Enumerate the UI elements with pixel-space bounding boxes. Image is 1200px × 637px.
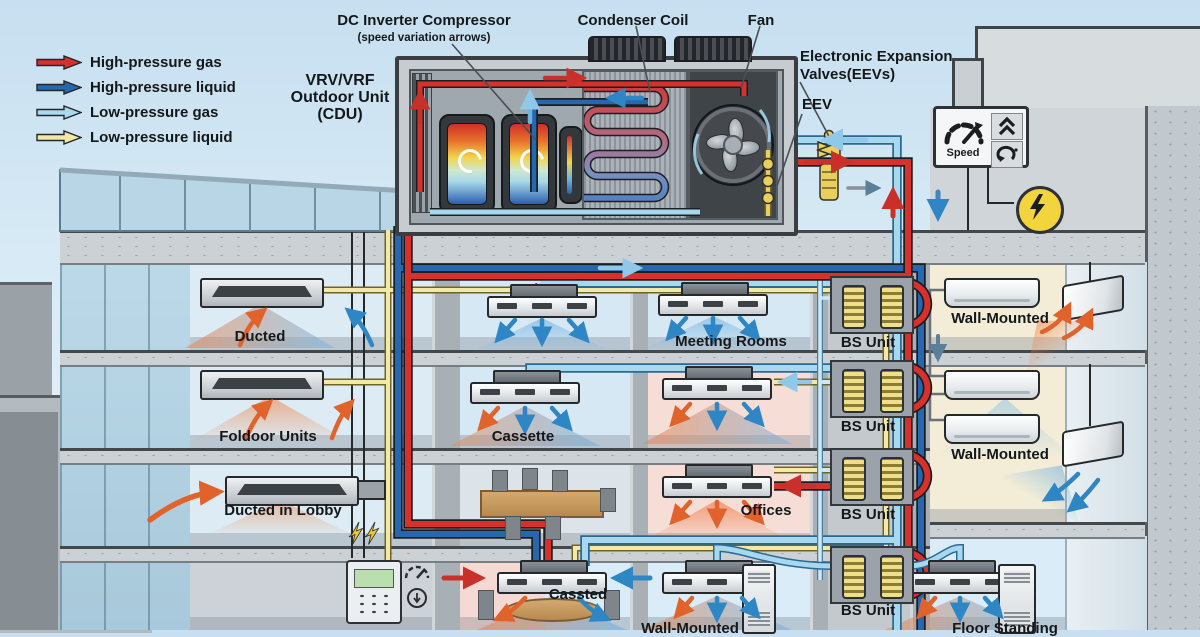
label-bs-unit-3: BS Unit [840,506,896,523]
outdoor-unit-cdu [395,56,798,236]
legend: High-pressure gas High-pressure liquid L… [36,50,236,150]
cassette-unit-f1a [487,284,597,320]
controller-screen [354,569,394,588]
callout-fan: Fan [747,12,775,29]
legend-item-high-pressure-liquid: High-pressure liquid [36,75,236,100]
label-wall-mounted-1: Wall-Mounted [951,310,1049,327]
cassette-unit-pink [662,366,772,402]
slab-2 [60,448,930,465]
speed-label: Speed [946,147,980,159]
callout-condenser-coil: Condenser Coil [577,12,689,29]
red-arrow-icon [36,55,82,70]
pipes-high-pressure-liquid [393,226,926,630]
glass-facade [60,262,190,630]
label-wall-mounted-2: Wall-Mounted [951,446,1049,463]
label-bs-unit-4: BS Unit [840,602,896,619]
label-wall-mounted-bottom: Wall-Mounted [641,620,739,637]
yellow-arrow-icon [36,130,82,145]
conference-chair [552,470,568,492]
label-cassted: Cassted [548,586,608,603]
eev-internal [761,150,775,216]
ducted-unit-2 [200,370,324,400]
ducted-unit-1 [200,278,324,308]
callout-compressor-sub: (speed variation arrows) [357,32,491,44]
wall-unit-connectors [928,288,946,422]
light-blue-arrow-icon [36,105,82,120]
label-floor-standing: Floor Standing [952,620,1058,637]
cdu-top-vent [674,36,752,62]
cassette-unit-offices [662,464,772,500]
conference-chair [505,516,521,540]
legend-label: Low-pressure liquid [90,129,233,146]
pipes-bs4-branches [713,543,964,570]
bs-unit-1 [830,276,914,334]
legend-label: High-pressure liquid [90,79,236,96]
bs-unit-2 [830,360,914,418]
speed-up-icon [991,113,1023,140]
conference-table [480,490,604,518]
compressor-gradient-window [447,123,487,205]
speed-rotate-icon [991,141,1023,168]
legend-item-low-pressure-liquid: Low-pressure liquid [36,125,236,150]
cassette-unit-f2 [470,370,580,406]
conference-chair [600,488,616,512]
condenser-coil-serpentine [584,83,670,203]
label-foldoor-units: Foldoor Units [219,428,317,445]
slab-right [930,522,1145,539]
label-ducted-in-lobby: Ducted in Lobby [224,502,342,519]
controller-dial-icons [404,565,430,608]
label-bs-unit-1: BS Unit [840,334,896,351]
pillar-1 [432,262,460,630]
room-corner-f4 [1065,536,1147,630]
cassette-unit-meeting [658,282,768,318]
legend-item-high-pressure-gas: High-pressure gas [36,50,236,75]
conference-chair [492,470,508,492]
speed-gauge-icon [944,122,984,145]
label-meeting-rooms: Meeting Rooms [675,333,787,350]
conference-chair [522,468,538,490]
cdu-internal-pipes [416,80,748,216]
flow-arrows [409,67,950,590]
power-bolt-icons [348,521,380,545]
cassette-unit-cassted [497,560,607,596]
wall-mounted-unit-2b [944,414,1040,444]
compressor-2 [501,114,557,214]
bs-unit-4 [830,546,914,604]
blue-arrow-icon [36,80,82,95]
condenser-coil-panel [582,70,688,220]
cdu-top-vent [588,36,666,62]
label-bs-unit-2: BS Unit [840,418,896,435]
fan-icon [692,104,774,186]
legend-label: High-pressure gas [90,54,222,71]
legend-item-low-pressure-gas: Low-pressure gas [36,100,236,125]
wall-controller [346,560,402,624]
legend-label: Low-pressure gas [90,104,219,121]
callout-compressor: DC Inverter Compressor [337,12,511,29]
speed-controller: Speed [933,106,1029,168]
callout-eev: EEV [802,96,833,113]
controller-keypad [356,592,392,616]
conference-chair [545,516,561,540]
wall-mounted-unit-1 [944,278,1040,308]
floor-standing-unit-2 [998,564,1036,634]
background-building-left-face [0,412,58,630]
cassette-unit-f4-right [905,560,1015,596]
bs-unit-3 [830,448,914,506]
airflow-arrows [147,301,1101,624]
ducted-unit-lobby [225,476,359,506]
label-cassette: Cassette [491,428,555,445]
right-exterior-wall [1145,106,1200,630]
label-ducted: Ducted [234,328,286,345]
compressor-gradient-window [509,123,549,205]
power-supply-icon [1016,186,1064,234]
wall-mounted-unit-2a [944,370,1040,400]
label-offices: Offices [740,502,792,519]
